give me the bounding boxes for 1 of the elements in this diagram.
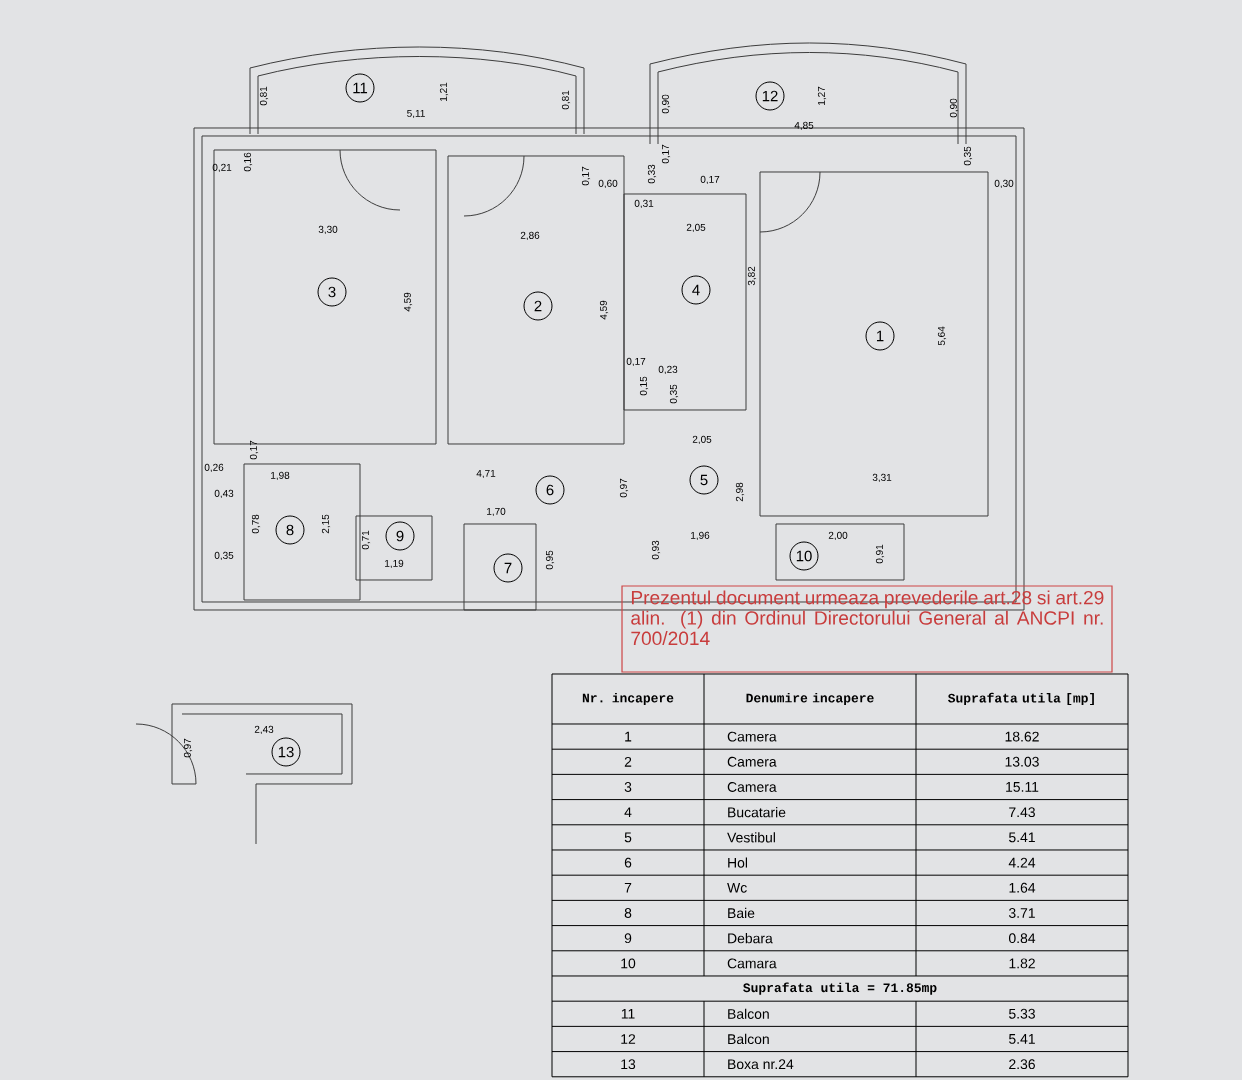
stamp: Prezentul document urmeaza prevederile art.28 si art.29 alin. (1) din Ordinul Directorului General al ANCPI nr. 700/2014 (621, 585, 1113, 673)
